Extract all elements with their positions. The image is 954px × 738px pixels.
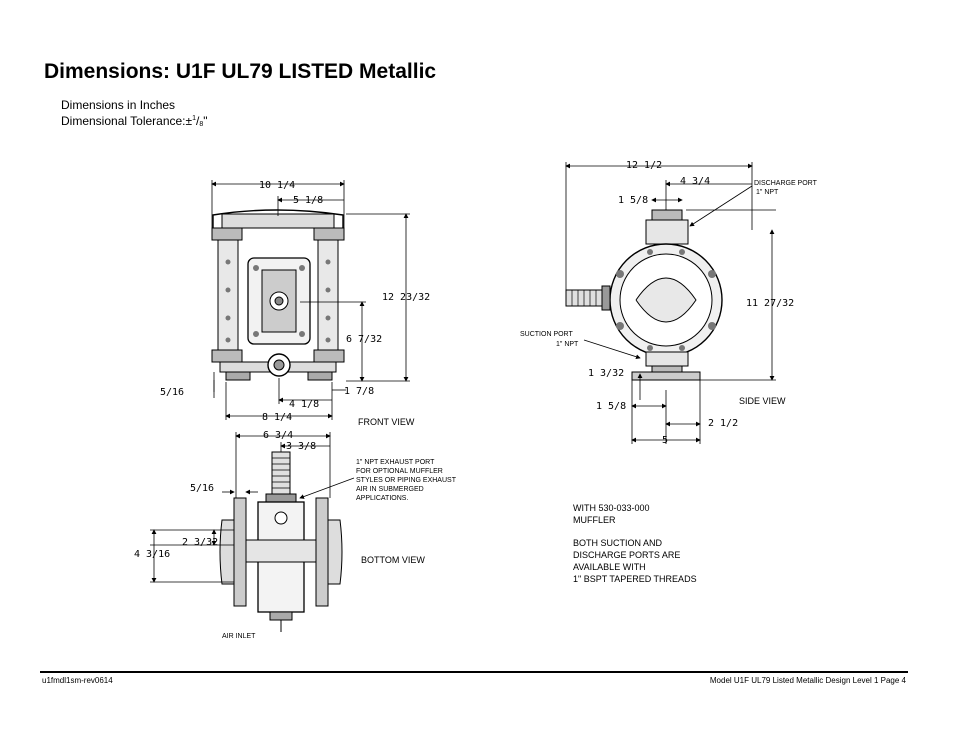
dim-side-height-overall: 11 27/32 xyxy=(746,298,794,309)
side-view-label: SIDE VIEW xyxy=(739,396,786,406)
note-line-1: WITH 530-033-000 xyxy=(573,503,650,513)
front-view-dimensions xyxy=(211,180,410,420)
dim-bottom-flange: 5/16 xyxy=(190,483,214,494)
tolerance-line: Dimensional Tolerance:±1/8" xyxy=(61,114,208,128)
dim-front-foot-offset: 1 7/8 xyxy=(344,386,374,397)
tolerance-fraction: 1/8 xyxy=(192,114,204,128)
exhaust-note-line-2: FOR OPTIONAL MUFFLER xyxy=(356,468,443,475)
bottom-view-label: BOTTOM VIEW xyxy=(361,555,425,565)
dim-bottom-inner: 2 3/32 xyxy=(182,537,218,548)
exhaust-note-line-5: APPLICATIONS. xyxy=(356,495,408,502)
footer-page-info: Model U1F UL79 Listed Metallic Design Le… xyxy=(709,676,906,685)
dim-side-discharge-left: 1 5/8 xyxy=(618,195,648,206)
dim-front-foot-thickness: 5/16 xyxy=(160,387,184,398)
dim-front-width-overall: 10 1/4 xyxy=(259,180,295,191)
air-inlet-label: AIR INLET xyxy=(222,633,256,640)
dim-bottom-half-width: 3 3/8 xyxy=(286,441,316,452)
exhaust-note-line-1: 1" NPT EXHAUST PORT xyxy=(356,459,435,466)
dim-side-suction-offset: 1 5/8 xyxy=(596,401,626,412)
units-line: Dimensions in Inches xyxy=(61,98,176,112)
dim-side-width-overall: 12 1/2 xyxy=(626,160,662,171)
dim-side-base-half: 2 1/2 xyxy=(708,418,738,429)
exhaust-note-line-3: STYLES OR PIPING EXHAUST xyxy=(356,477,457,484)
tolerance-suffix: " xyxy=(203,114,208,128)
side-view-drawing xyxy=(565,209,723,381)
note-line-7: 1" BSPT TAPERED THREADS xyxy=(573,574,697,584)
dim-front-center-offset: 5 1/8 xyxy=(293,195,323,206)
dim-bottom-width: 6 3/4 xyxy=(263,430,293,441)
note-line-5: DISCHARGE PORTS ARE xyxy=(573,550,680,560)
note-line-6: AVAILABLE WITH xyxy=(573,562,646,572)
note-line-2: MUFFLER xyxy=(573,515,616,525)
dim-bottom-outer: 4 3/16 xyxy=(134,549,170,560)
footer-doc-code: u1fmdl1sm-rev0614 xyxy=(42,676,113,685)
dim-front-foot-span: 8 1/4 xyxy=(262,412,292,423)
suction-port-size: 1" NPT xyxy=(556,341,579,348)
front-view-drawing xyxy=(211,209,345,381)
exhaust-note-line-4: AIR IN SUBMERGED xyxy=(356,486,424,493)
discharge-port-size: 1" NPT xyxy=(756,189,779,196)
dim-front-foot-half: 4 1/8 xyxy=(289,399,319,410)
dim-side-discharge-offset: 4 3/4 xyxy=(680,176,710,187)
bottom-view-drawing xyxy=(219,451,343,632)
front-view-label: FRONT VIEW xyxy=(358,417,415,427)
footer-divider xyxy=(40,671,908,673)
tolerance-numerator: 1 xyxy=(192,115,197,122)
side-view-dimensions xyxy=(565,162,776,444)
discharge-port-label: DISCHARGE PORT xyxy=(754,180,818,187)
suction-port-label: SUCTION PORT xyxy=(520,331,573,338)
tolerance-denominator: 8 xyxy=(199,121,204,128)
bottom-view-dimensions xyxy=(150,432,355,583)
dim-side-base-width: 5 xyxy=(662,435,668,446)
dim-side-suction-height: 1 3/32 xyxy=(588,368,624,379)
dim-front-height-overall: 12 23/32 xyxy=(382,292,430,303)
tolerance-prefix: Dimensional Tolerance:± xyxy=(61,114,193,128)
dim-front-port-height: 6 7/32 xyxy=(346,334,382,345)
page-title: Dimensions: U1F UL79 LISTED Metallic xyxy=(44,60,437,83)
note-line-4: BOTH SUCTION AND xyxy=(573,538,663,548)
